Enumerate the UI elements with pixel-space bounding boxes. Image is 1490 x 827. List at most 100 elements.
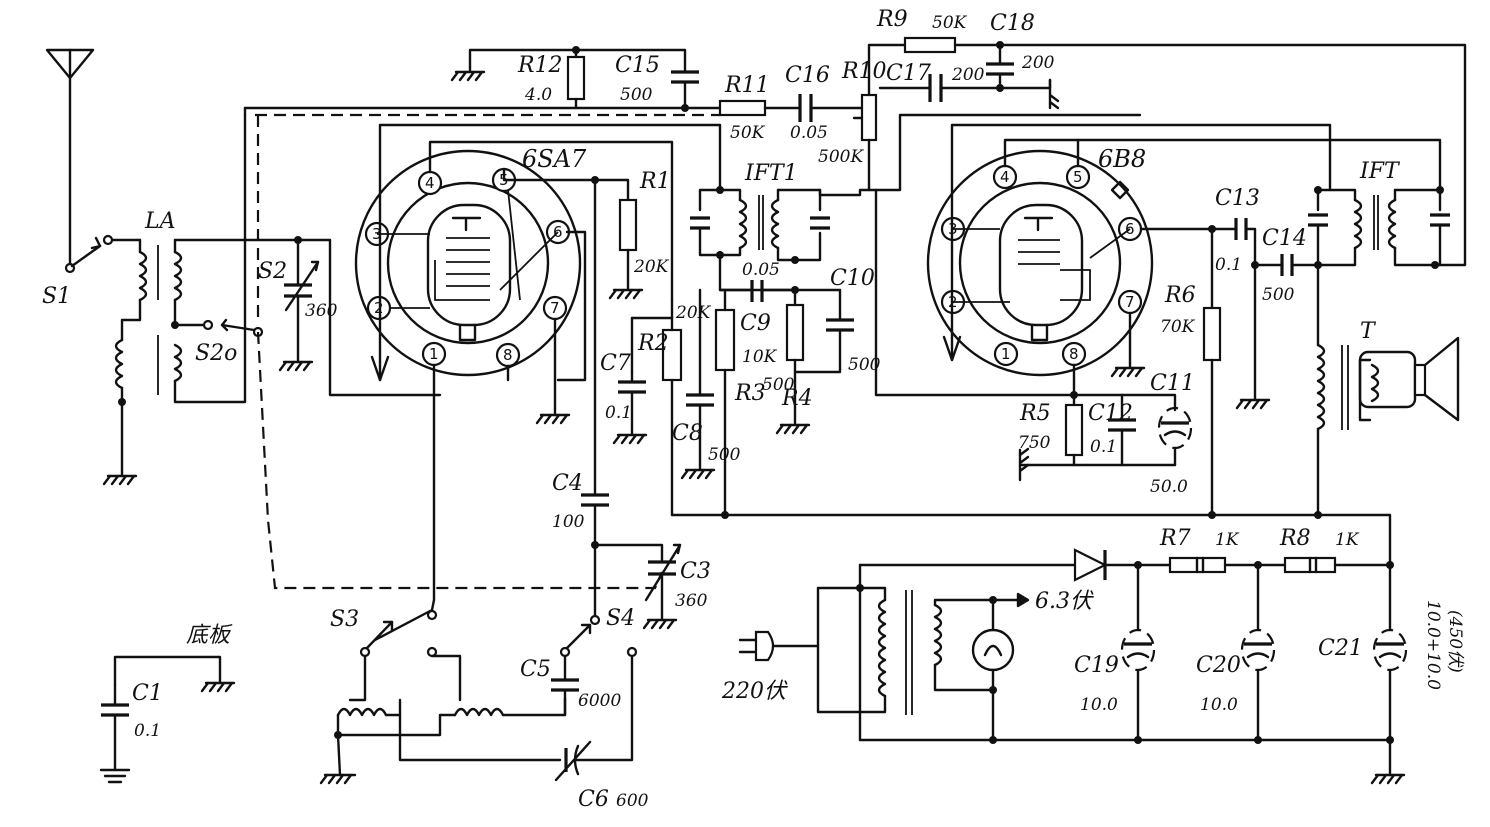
c16-value: 0.05: [790, 123, 828, 143]
c3-value: 360: [675, 591, 708, 611]
tube-6sa7-label: 6SA7: [522, 145, 587, 173]
capacitor-c20: [1240, 563, 1276, 742]
c21-value: 10.0+10.0: [1423, 600, 1443, 690]
capacitor-c19: [1120, 563, 1156, 742]
la-label: LA: [144, 209, 176, 234]
c1-label: C1: [132, 681, 163, 706]
r1-label: R1: [639, 169, 671, 194]
c5-value: 6000: [578, 691, 621, 711]
r8-value: 1K: [1335, 530, 1360, 550]
r11-label: R11: [724, 73, 770, 98]
svg-text:3: 3: [372, 225, 382, 243]
r2-value: 20K: [675, 303, 712, 323]
r10-value: 500K: [818, 147, 864, 167]
s2-label: S2: [258, 259, 287, 284]
s2o-label: S2o: [195, 341, 237, 366]
c15-value: 500: [620, 85, 653, 105]
r1-value: 20K: [633, 257, 670, 277]
capacitor-c14: [1253, 254, 1320, 276]
chassis-label: 底板: [186, 623, 233, 648]
r5-value: 750: [1018, 433, 1051, 453]
r3-value: 10K: [742, 347, 778, 367]
c21-voltage: (450伏): [1445, 610, 1465, 673]
c15-label: C15: [615, 53, 660, 78]
c19-label: C19: [1074, 653, 1119, 678]
s3-label: S3: [330, 607, 359, 632]
svg-text:1: 1: [429, 345, 439, 363]
c1-value: 0.1: [134, 721, 161, 741]
c19-value: 10.0: [1080, 695, 1118, 715]
c16-label: C16: [785, 63, 830, 88]
resistor-r8: [1283, 556, 1392, 574]
rectifier-diode: [1073, 548, 1172, 582]
c17-value: 200: [951, 65, 985, 85]
capacitor-c7: [612, 370, 648, 445]
potentiometer-r10: [852, 43, 1142, 192]
c21-label: C21: [1318, 636, 1363, 661]
c10-value: 500: [848, 355, 881, 375]
c14-value: 500: [1262, 285, 1295, 305]
variable-capacitor-s2: [278, 238, 320, 372]
r7-value: 1K: [1215, 530, 1240, 550]
variable-capacitor-c3: [642, 543, 682, 630]
la-antenna-coil: [114, 113, 247, 478]
r12-value: 4.0: [524, 85, 552, 105]
capacitor-c1: [99, 655, 236, 784]
svg-text:7: 7: [550, 299, 560, 317]
capacitor-c15: [671, 70, 699, 110]
svg-text:2: 2: [374, 299, 384, 317]
output-transformer-t: [1316, 343, 1380, 517]
antenna: [45, 48, 95, 270]
c18-label: C18: [990, 11, 1035, 36]
capacitor-c5: [551, 654, 579, 717]
c20-value: 10.0: [1200, 695, 1238, 715]
c20-label: C20: [1196, 653, 1241, 678]
c8-label: C8: [672, 421, 703, 446]
r5-label: R5: [1019, 401, 1051, 426]
capacitor-c18: [986, 43, 1014, 90]
c11-label: C11: [1150, 371, 1195, 396]
c7-label: C7: [600, 351, 631, 376]
c13-label: C13: [1215, 186, 1260, 211]
capacitor-c21: [1370, 563, 1408, 785]
capacitor-c6: [554, 654, 634, 782]
c14-label: C14: [1262, 226, 1307, 251]
resistor-r4: [775, 288, 811, 435]
s2-value: 360: [305, 301, 338, 321]
svg-text:1: 1: [1001, 345, 1011, 363]
r8-label: R8: [1279, 526, 1311, 551]
c3-label: C3: [680, 559, 711, 584]
resistor-r11: [718, 99, 802, 117]
c17-label: C17: [886, 61, 931, 86]
resistor-r1: [608, 198, 644, 300]
c18-value: 200: [1021, 53, 1055, 73]
capacitor-c10: [793, 288, 854, 374]
c6-label: C6: [578, 787, 609, 812]
r6-label: R6: [1164, 283, 1196, 308]
r4-value: 500: [762, 375, 795, 395]
resistor-r9: [903, 36, 1467, 267]
ift1-transformer: [690, 188, 871, 262]
r6-value: 70K: [1160, 317, 1196, 337]
ift-output-transformer: [1308, 188, 1450, 347]
r3-label: R3: [734, 381, 766, 406]
svg-text:4: 4: [425, 174, 435, 192]
t-label: T: [1360, 319, 1377, 344]
c4-value: 100: [552, 512, 585, 532]
switch-s3: [359, 609, 438, 658]
resistor-r5: [1064, 393, 1084, 467]
s4-label: S4: [606, 606, 635, 631]
svg-text:8: 8: [503, 346, 513, 364]
c7-value: 0.1: [605, 403, 632, 423]
s1-label: S1: [42, 284, 71, 309]
resistor-r2: [661, 298, 683, 517]
r4-label: R4: [781, 386, 813, 411]
ift1-value: 0.05: [742, 260, 780, 280]
capacitor-c12: [1072, 393, 1136, 467]
r11-value: 50K: [730, 123, 766, 143]
c6-value: 600: [616, 791, 649, 811]
c10-label: C10: [830, 266, 875, 291]
capacitor-c11: [1120, 393, 1193, 467]
power-transformer: [858, 563, 995, 742]
resistor-r6: [1202, 227, 1222, 517]
